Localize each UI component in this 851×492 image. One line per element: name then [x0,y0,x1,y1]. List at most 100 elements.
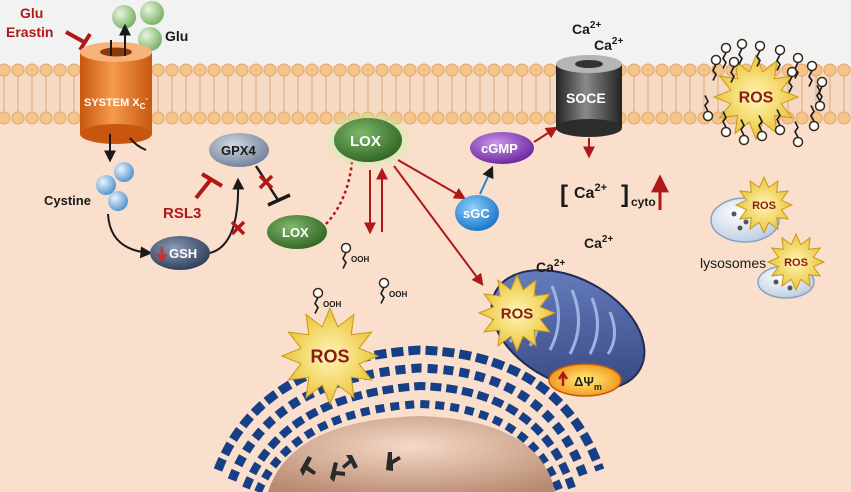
soce-channel [556,55,622,137]
lox-to-mito-arrow [393,165,484,286]
ros-lysosome-2: ROS [766,232,826,292]
system-xc-label: SYSTEM X [84,97,140,109]
svg-text:Ca2+: Ca2+ [574,182,607,202]
increase-arrow-icon [557,370,569,386]
lipid-peroxide-icon [792,52,804,79]
lysosomes-label: lysosomes [700,255,766,271]
ca-mito-sup: 2+ [602,234,614,245]
ros-nucleus: ROS [280,306,380,406]
bracket-close: ] [621,181,629,208]
lox-link-dotted [325,161,354,225]
svg-text:Ca2+: Ca2+ [594,36,623,53]
lipid-peroxide-icon [786,66,798,93]
lipid-peroxide-icon [816,76,828,103]
lox-small-node [267,215,327,249]
cystine-to-gsh-arrow [107,213,153,259]
gsh-to-gpx4-arrow [209,177,245,254]
cystine-sphere [114,162,134,182]
lipid-peroxide-icon [710,54,722,81]
soce-label: SOCE [566,90,606,106]
erastin-inhibition-line [65,30,85,44]
glu-extracellular-label: Glu [165,28,188,44]
ros-label: ROS [739,90,774,107]
lox-main-node [334,118,402,162]
svg-text:SYSTEM XC-: SYSTEM XC- [84,94,148,111]
ros-label: ROS [752,200,776,212]
lipid-peroxide-icon [774,109,786,136]
delta-psi-label: ΔΨ [574,374,594,389]
gsh-node [150,236,210,270]
lipid-peroxide-icon [792,121,804,148]
gsh-block-x-icon [230,220,246,236]
lipid-peroxide-icon [720,42,732,69]
membrane-potential-badge [548,363,622,397]
erastin-label: Erastin [6,24,53,40]
cgmp-node [470,132,534,164]
decrease-arrow-icon [156,247,168,263]
transporter-curl [129,137,147,151]
system-xc-sub: C [140,102,146,111]
ros-label: ROS [784,257,808,269]
glu-inhibitor-label: Glu [20,5,43,21]
svg-text:Ca2+: Ca2+ [536,258,565,275]
cystine-label: Cystine [44,193,91,208]
ros-label: ROS [310,346,349,366]
ros-label: ROS [501,305,534,322]
sgc-to-cgmp-arrow [479,165,494,195]
gpx4-block-x-icon [258,174,274,190]
sgc-label: sGC [463,206,490,221]
svg-text:Ca2+: Ca2+ [572,20,601,37]
cyto-label: cyto [631,195,656,209]
lipid-peroxide-icon [738,119,750,146]
ca-label: Ca [594,37,612,53]
rsl3-inhibition-line [194,176,214,200]
lipid-peroxide-icon [756,115,768,142]
ooh-label: OOH [351,255,369,264]
gpx4-node [209,133,269,167]
glu-sphere [140,1,164,25]
cgmp-to-soce-arrow [533,126,559,143]
ca-cyto-label: Ca [574,185,595,202]
system-xc-sup: - [145,94,148,103]
delta-psi-sub: m [594,382,602,392]
ooh-label: OOH [389,290,407,299]
svg-text:Ca2+: Ca2+ [584,234,613,251]
lipid-peroxide-icon [774,44,786,71]
cgmp-label: cGMP [481,141,518,156]
glu-sphere [112,5,136,29]
rsl3-inhibition-bar [200,172,224,188]
rsl3-label: RSL3 [163,205,201,222]
lox-to-sgc-arrow [397,159,467,200]
gpx4-inhibits-lox-bar [267,193,291,207]
lox-small-label: LOX [282,225,309,240]
endoplasmic-reticulum [213,345,605,492]
lox-main-label: LOX [350,133,381,150]
lipid-peroxide-icon [736,38,748,65]
ca-cyto-sup: 2+ [594,182,607,194]
lipid-peroxide-icon [754,40,766,67]
lipid-peroxide-icon: OOH [340,242,369,269]
ca-mito-label: Ca [584,235,602,251]
ca-sup: 2+ [590,20,602,31]
lipid-hydroperoxides: OOH OOH OOH [312,38,828,314]
lipid-peroxide-icon [728,56,740,83]
chromosomes [300,452,401,482]
ros-group: ROS ROS ROS ROS ROS [280,53,826,406]
ca-mito-sup: 2+ [554,258,566,269]
ca-sup: 2+ [612,36,624,47]
sgc-node [455,195,499,231]
ros-mitochondrion: ROS [477,273,557,353]
lipid-peroxide-icon [702,95,714,122]
lipid-peroxide-icon: OOH [312,287,341,314]
lipid-peroxide-icon [808,105,820,132]
ca-mito-label: Ca [536,259,554,275]
erastin-inhibition-bar [78,32,92,52]
gpx4-label: GPX4 [221,143,256,158]
ooh-label: OOH [323,300,341,309]
lipid-peroxide-icon [720,111,732,138]
lipid-peroxide-icon: OOH [378,277,407,304]
gsh-label: GSH [169,246,197,261]
lipid-peroxide-icon [814,85,826,112]
glu-efflux-arrows [110,26,125,56]
